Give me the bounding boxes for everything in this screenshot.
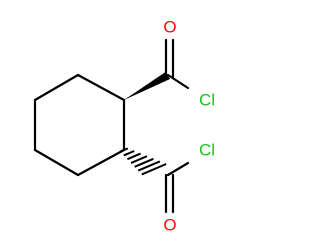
cyclohexane-ring [33,73,126,177]
top-c-cl-bond [166,73,190,90]
bottom-carbonyl-double-bond [164,173,175,214]
top-carbonyl-double-bond [164,38,175,79]
molecule-structure: O Cl Cl O [33,18,215,235]
ring-bond-6 [76,73,126,102]
wedge-bond-fill [124,72,170,100]
hash-bond [119,147,167,176]
bottom-c-cl-bond [166,161,190,177]
atom-cl-top: Cl [199,91,215,110]
ring-bond-2 [76,148,126,177]
ring-bond-5 [33,73,80,102]
ring-bond-3 [33,148,80,177]
atom-cl-bottom: Cl [199,141,215,160]
atom-o-top: O [163,18,176,37]
atom-o-bottom: O [163,216,176,235]
